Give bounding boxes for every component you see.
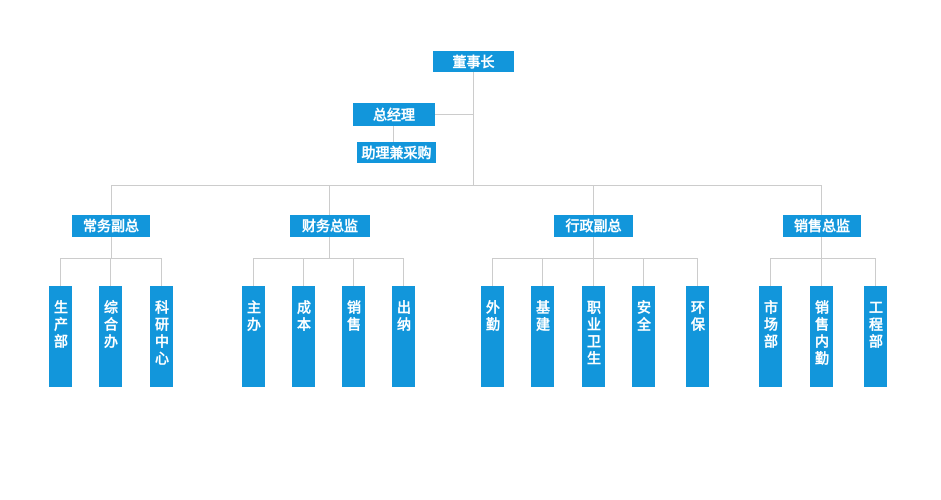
connector-leaf-drop	[821, 258, 822, 286]
leaf-sales-support: 销售内勤	[810, 286, 833, 387]
connector-leaf-drop	[110, 258, 111, 286]
connector-leaf-drop	[353, 258, 354, 286]
connector-drop-branch-2	[329, 185, 330, 215]
connector-leaf-drop	[875, 258, 876, 286]
node-assistant-procurement: 助理兼采购	[357, 142, 436, 163]
leaf-environmental: 环保	[686, 286, 709, 387]
connector-leaf-drop	[303, 258, 304, 286]
node-chairman: 董事长	[433, 51, 514, 72]
connector-leaf-drop	[697, 258, 698, 286]
connector-drop-branch-4	[821, 185, 822, 215]
connector-branch-3-down	[593, 237, 594, 258]
leaf-marketing-dept: 市场部	[759, 286, 782, 387]
connector-group-3-horizontal	[492, 258, 697, 259]
leaf-engineering-dept: 工程部	[864, 286, 887, 387]
node-general-manager: 总经理	[353, 103, 435, 126]
connector-gm-to-assistant	[393, 126, 394, 142]
leaf-chief-accounting: 主办	[242, 286, 265, 387]
connector-branch-4-down	[821, 237, 822, 258]
leaf-production-dept: 生产部	[49, 286, 72, 387]
connector-gm-to-trunk	[435, 114, 473, 115]
leaf-research-center: 科研中心	[150, 286, 173, 387]
connector-leaf-drop	[403, 258, 404, 286]
connector-group-2-horizontal	[253, 258, 404, 259]
node-branch-executive-vp: 常务副总	[72, 215, 150, 237]
leaf-occupational-health: 职业卫生	[582, 286, 605, 387]
leaf-safety: 安全	[632, 286, 655, 387]
connector-branch-2-down	[329, 237, 330, 258]
connector-group-4-horizontal	[770, 258, 875, 259]
leaf-cashier: 出纳	[392, 286, 415, 387]
connector-leaf-drop	[492, 258, 493, 286]
connector-main-horizontal	[111, 185, 822, 186]
connector-leaf-drop	[643, 258, 644, 286]
leaf-field-work: 外勤	[481, 286, 504, 387]
leaf-general-office: 综合办	[99, 286, 122, 387]
connector-root-vertical	[473, 72, 474, 185]
connector-leaf-drop	[161, 258, 162, 286]
leaf-cost: 成本	[292, 286, 315, 387]
connector-leaf-drop	[253, 258, 254, 286]
connector-branch-1-down	[111, 237, 112, 258]
node-branch-sales-director: 销售总监	[783, 215, 861, 237]
connector-leaf-drop	[60, 258, 61, 286]
node-branch-admin-vp: 行政副总	[554, 215, 633, 237]
connector-leaf-drop	[770, 258, 771, 286]
leaf-sales-accounting: 销售	[342, 286, 365, 387]
connector-drop-branch-1	[111, 185, 112, 215]
connector-leaf-drop	[542, 258, 543, 286]
connector-leaf-drop	[593, 258, 594, 286]
connector-drop-branch-3	[593, 185, 594, 215]
node-branch-finance-director: 财务总监	[290, 215, 370, 237]
leaf-infrastructure: 基建	[531, 286, 554, 387]
